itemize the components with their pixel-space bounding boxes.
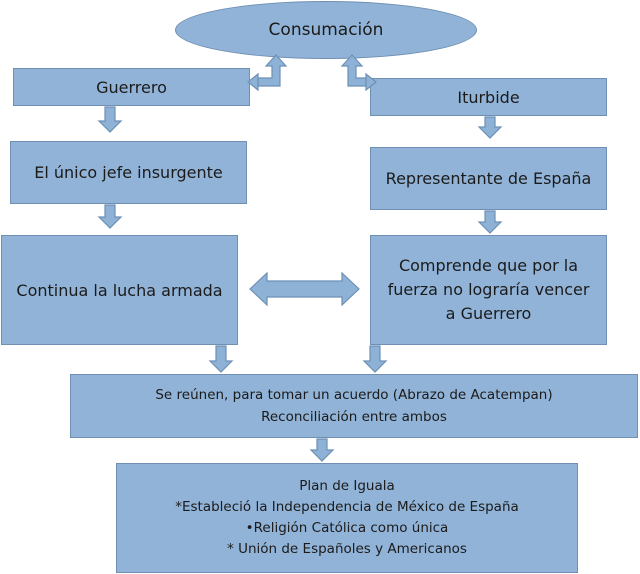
arrow-down-representante — [477, 210, 503, 234]
consumacion-label: Consumación — [268, 20, 384, 40]
reunion-line-1: Se reúnen, para tomar un acuerdo (Abrazo… — [155, 387, 553, 403]
lucha-armada-node: Continua la lucha armada — [1, 235, 238, 345]
arrow-down-reunion — [309, 438, 335, 462]
representante-label: Representante de España — [385, 169, 592, 188]
arrow-head-iturbide-side — [365, 72, 377, 92]
reunion-line-2: Reconciliación entre ambos — [261, 409, 447, 425]
arrow-down-iturbide — [477, 116, 503, 139]
arrow-down-guerrero — [97, 106, 123, 133]
guerrero-node: Guerrero — [13, 68, 250, 106]
arrow-bent-iturbide-consumacion — [340, 54, 367, 87]
arrow-down-unico-jefe — [97, 204, 123, 229]
plan-line-2: *Estableció la Independencia de México d… — [175, 499, 519, 515]
representante-node: Representante de España — [370, 147, 607, 210]
unico-jefe-node: El único jefe insurgente — [10, 141, 247, 204]
plan-line-1: Plan de Iguala — [299, 478, 395, 494]
reunion-node: Se reúnen, para tomar un acuerdo (Abrazo… — [70, 374, 638, 438]
arrow-down-comprende — [362, 345, 388, 373]
comprende-line-2: fuerza no lograría vencer — [387, 280, 590, 299]
comprende-node: Comprende que por la fuerza no lograría … — [370, 235, 607, 345]
comprende-line-1: Comprende que por la — [398, 256, 579, 275]
iturbide-node: Iturbide — [370, 78, 607, 116]
comprende-line-3: a Guerrero — [445, 304, 532, 323]
lucha-armada-label: Continua la lucha armada — [16, 280, 223, 300]
guerrero-label: Guerrero — [96, 77, 167, 97]
arrow-bent-guerrero-consumacion — [257, 54, 288, 87]
arrow-double-horizontal — [249, 271, 360, 307]
plan-de-iguala-node: Plan de Iguala *Estableció la Independen… — [116, 463, 578, 573]
iturbide-label: Iturbide — [457, 87, 520, 107]
arrow-down-lucha-armada — [208, 345, 234, 373]
unico-jefe-label: El único jefe insurgente — [34, 163, 223, 182]
plan-line-3: •Religión Católica como única — [245, 520, 449, 536]
plan-line-4: * Unión de Españoles y Americanos — [227, 541, 467, 557]
consumacion-node: Consumación — [175, 1, 477, 59]
arrow-head-guerrero-side — [247, 72, 259, 92]
